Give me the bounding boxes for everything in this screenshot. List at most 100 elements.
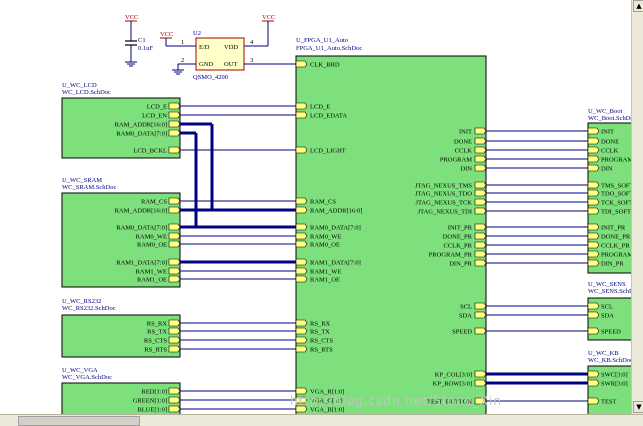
sheet-entry-port[interactable] xyxy=(168,258,181,266)
port-label: JTAG_NEXUS_TCK xyxy=(415,199,472,206)
port-label: CCLK_PR xyxy=(601,242,630,249)
sheet-entry-port[interactable] xyxy=(295,267,308,275)
sheet-entry-port[interactable] xyxy=(168,129,181,137)
sheet-entry-port[interactable] xyxy=(474,207,487,215)
sheet-entry-port[interactable] xyxy=(474,223,487,231)
port-label: DIN_PR xyxy=(601,260,624,267)
sheet-entry-port[interactable] xyxy=(587,379,600,387)
sheet-entry-port[interactable] xyxy=(587,232,600,240)
sheet-entry-port[interactable] xyxy=(474,127,487,135)
sheet-entry-port[interactable] xyxy=(295,197,308,205)
sheet-entry-port[interactable] xyxy=(168,345,181,353)
sheet-entry-port[interactable] xyxy=(474,370,487,378)
sheet-entry-port[interactable] xyxy=(474,250,487,258)
sheet-entry-port[interactable] xyxy=(474,146,487,154)
sheet-entry-port[interactable] xyxy=(168,336,181,344)
sheet-entry-port[interactable] xyxy=(587,311,600,319)
sheet-entry-port[interactable] xyxy=(295,223,308,231)
sheet-entry-port[interactable] xyxy=(587,259,600,267)
sheet-entry-port[interactable] xyxy=(168,197,181,205)
sheet-entry-port[interactable] xyxy=(474,232,487,240)
sheet-entry-port[interactable] xyxy=(295,396,308,404)
port-label: RAM1_WE xyxy=(136,268,167,275)
sheet-entry-port[interactable] xyxy=(168,102,181,110)
sheet-entry-port[interactable] xyxy=(168,146,181,154)
sheet-entry-port[interactable] xyxy=(168,111,181,119)
sheet-symbol[interactable] xyxy=(61,192,181,288)
sheet-entry-port[interactable] xyxy=(295,258,308,266)
sheet-entry-port[interactable] xyxy=(168,275,181,283)
sheet-entry-port[interactable] xyxy=(587,223,600,231)
sheet-entry-port[interactable] xyxy=(587,181,600,189)
sheet-filename: WC_SENS.SchDoc xyxy=(588,288,640,295)
sheet-entry-port[interactable] xyxy=(587,250,600,258)
sheet-entry-port[interactable] xyxy=(168,232,181,240)
sheet-entry-port[interactable] xyxy=(587,397,600,405)
sheet-entry-port[interactable] xyxy=(587,137,600,145)
sheet-entry-port[interactable] xyxy=(474,137,487,145)
sheet-entry-port[interactable] xyxy=(587,327,600,335)
scroll-down-icon[interactable]: ▼ xyxy=(633,401,643,413)
sheet-entry-port[interactable] xyxy=(295,102,308,110)
oscillator-body[interactable] xyxy=(195,37,245,71)
sheet-entry-port[interactable] xyxy=(295,232,308,240)
sheet-entry-port[interactable] xyxy=(587,241,600,249)
sheet-entry-port[interactable] xyxy=(295,387,308,395)
sheet-entry-port[interactable] xyxy=(168,267,181,275)
sheet-entry-port[interactable] xyxy=(295,60,308,68)
sheet-entry-port[interactable] xyxy=(295,345,308,353)
fpga-filename: FPGA_U1_Auto.SchDoc xyxy=(296,45,362,52)
sheet-symbol[interactable] xyxy=(61,97,181,159)
sheet-entry-port[interactable] xyxy=(587,370,600,378)
sheet-entry-port[interactable] xyxy=(587,302,600,310)
sheet-entry-port[interactable] xyxy=(474,397,487,405)
sheet-entry-port[interactable] xyxy=(295,275,308,283)
sheet-entry-port[interactable] xyxy=(295,336,308,344)
sheet-entry-port[interactable] xyxy=(295,206,308,214)
sheet-entry-port[interactable] xyxy=(295,327,308,335)
sheet-symbol[interactable] xyxy=(61,314,181,358)
sheet-entry-port[interactable] xyxy=(168,319,181,327)
sheet-entry-port[interactable] xyxy=(474,259,487,267)
sheet-entry-port[interactable] xyxy=(587,127,600,135)
sheet-entry-port[interactable] xyxy=(474,302,487,310)
sheet-entry-port[interactable] xyxy=(587,198,600,206)
sheet-entry-port[interactable] xyxy=(587,164,600,172)
horizontal-scrollbar[interactable] xyxy=(0,414,643,426)
fpga-sheet-symbol[interactable] xyxy=(295,55,487,425)
sheet-entry-port[interactable] xyxy=(168,206,181,214)
sheet-entry-port[interactable] xyxy=(587,207,600,215)
port-label: DONE xyxy=(454,138,472,145)
sheet-entry-port[interactable] xyxy=(295,240,308,248)
sheet-entry-port[interactable] xyxy=(168,405,181,413)
sheet-entry-port[interactable] xyxy=(168,327,181,335)
sheet-entry-port[interactable] xyxy=(168,387,181,395)
sheet-entry-port[interactable] xyxy=(295,319,308,327)
sheet-entry-port[interactable] xyxy=(295,405,308,413)
sheet-entry-port[interactable] xyxy=(587,146,600,154)
port-label: RAM0_DATA[7:0] xyxy=(116,130,167,137)
sheet-entry-port[interactable] xyxy=(168,223,181,231)
sheet-entry-port[interactable] xyxy=(474,379,487,387)
sheet-entry-port[interactable] xyxy=(168,396,181,404)
vertical-scrollbar[interactable]: ▲ ▼ xyxy=(631,0,643,414)
sheet-entry-port[interactable] xyxy=(295,146,308,154)
sheet-filename: WC_SRAM.SchDoc xyxy=(62,184,116,191)
sheet-entry-port[interactable] xyxy=(295,111,308,119)
sheet-entry-port[interactable] xyxy=(168,240,181,248)
sheet-entry-port[interactable] xyxy=(474,311,487,319)
sheet-entry-port[interactable] xyxy=(474,181,487,189)
sheet-entry-port[interactable] xyxy=(474,164,487,172)
sheet-entry-port[interactable] xyxy=(474,198,487,206)
sheet-entry-port[interactable] xyxy=(587,155,600,163)
sheet-entry-port[interactable] xyxy=(474,241,487,249)
sheet-entry-port[interactable] xyxy=(474,155,487,163)
sheet-entry-port[interactable] xyxy=(168,120,181,128)
scroll-up-icon[interactable]: ▲ xyxy=(633,0,643,12)
sheet-entry-port[interactable] xyxy=(474,189,487,197)
sheet-entry-port[interactable] xyxy=(474,327,487,335)
port-label: RAM0_OE xyxy=(137,241,167,248)
sheet-entry-port[interactable] xyxy=(587,189,600,197)
osc-pin-number: 1 xyxy=(181,39,184,46)
